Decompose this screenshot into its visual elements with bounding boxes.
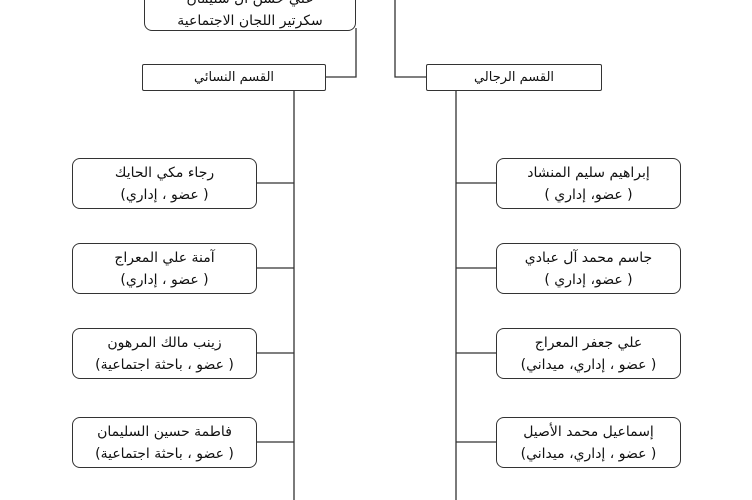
women-member-3: زينب مالك المرهون ( عضو ، باحثة اجتماعية… bbox=[72, 328, 257, 379]
member-role: ( عضو ، إداري، ميداني) bbox=[520, 445, 657, 462]
member-role: ( عضو ، باحثة اجتماعية) bbox=[95, 356, 234, 373]
women-section-header: القسم النسائي bbox=[142, 64, 326, 91]
member-role: ( عضو، إداري ) bbox=[544, 271, 633, 288]
men-section-header: القسم الرجالي bbox=[426, 64, 602, 91]
top-box-role: سكرتير اللجان الاجتماعية bbox=[177, 13, 323, 29]
member-role: ( عضو ، باحثة اجتماعية) bbox=[95, 445, 234, 462]
connector-top-to-men bbox=[394, 0, 426, 78]
member-role: ( عضو ، إداري) bbox=[120, 271, 209, 288]
member-name: رجاء مكي الحايك bbox=[114, 164, 215, 181]
member-name: زينب مالك المرهون bbox=[107, 334, 222, 351]
top-box: علي حسن آل سليمان سكرتير اللجان الاجتماع… bbox=[144, 0, 356, 31]
member-name: إبراهيم سليم المنشاد bbox=[527, 164, 650, 181]
member-role: ( عضو ، إداري، ميداني) bbox=[520, 356, 657, 373]
member-role: ( عضو، إداري ) bbox=[544, 186, 633, 203]
women-section-title: القسم النسائي bbox=[193, 69, 275, 85]
member-role: ( عضو ، إداري) bbox=[120, 186, 209, 203]
men-member-1: إبراهيم سليم المنشاد ( عضو، إداري ) bbox=[496, 158, 681, 209]
member-name: جاسم محمد آل عبادي bbox=[524, 249, 653, 266]
member-name: آمنة علي المعراج bbox=[114, 249, 215, 266]
women-member-1: رجاء مكي الحايك ( عضو ، إداري) bbox=[72, 158, 257, 209]
member-name: فاطمة حسين السليمان bbox=[97, 423, 232, 440]
men-member-3: علي جعفر المعراج ( عضو ، إداري، ميداني) bbox=[496, 328, 681, 379]
men-member-4: إسماعيل محمد الأصيل ( عضو ، إداري، ميدان… bbox=[496, 417, 681, 468]
member-name: إسماعيل محمد الأصيل bbox=[523, 423, 654, 440]
men-section-title: القسم الرجالي bbox=[473, 69, 555, 85]
men-member-2: جاسم محمد آل عبادي ( عضو، إداري ) bbox=[496, 243, 681, 294]
women-member-4: فاطمة حسين السليمان ( عضو ، باحثة اجتماع… bbox=[72, 417, 257, 468]
connector-top-to-women bbox=[326, 28, 357, 78]
women-member-2: آمنة علي المعراج ( عضو ، إداري) bbox=[72, 243, 257, 294]
top-box-name: علي حسن آل سليمان bbox=[186, 0, 313, 10]
member-name: علي جعفر المعراج bbox=[534, 334, 643, 351]
